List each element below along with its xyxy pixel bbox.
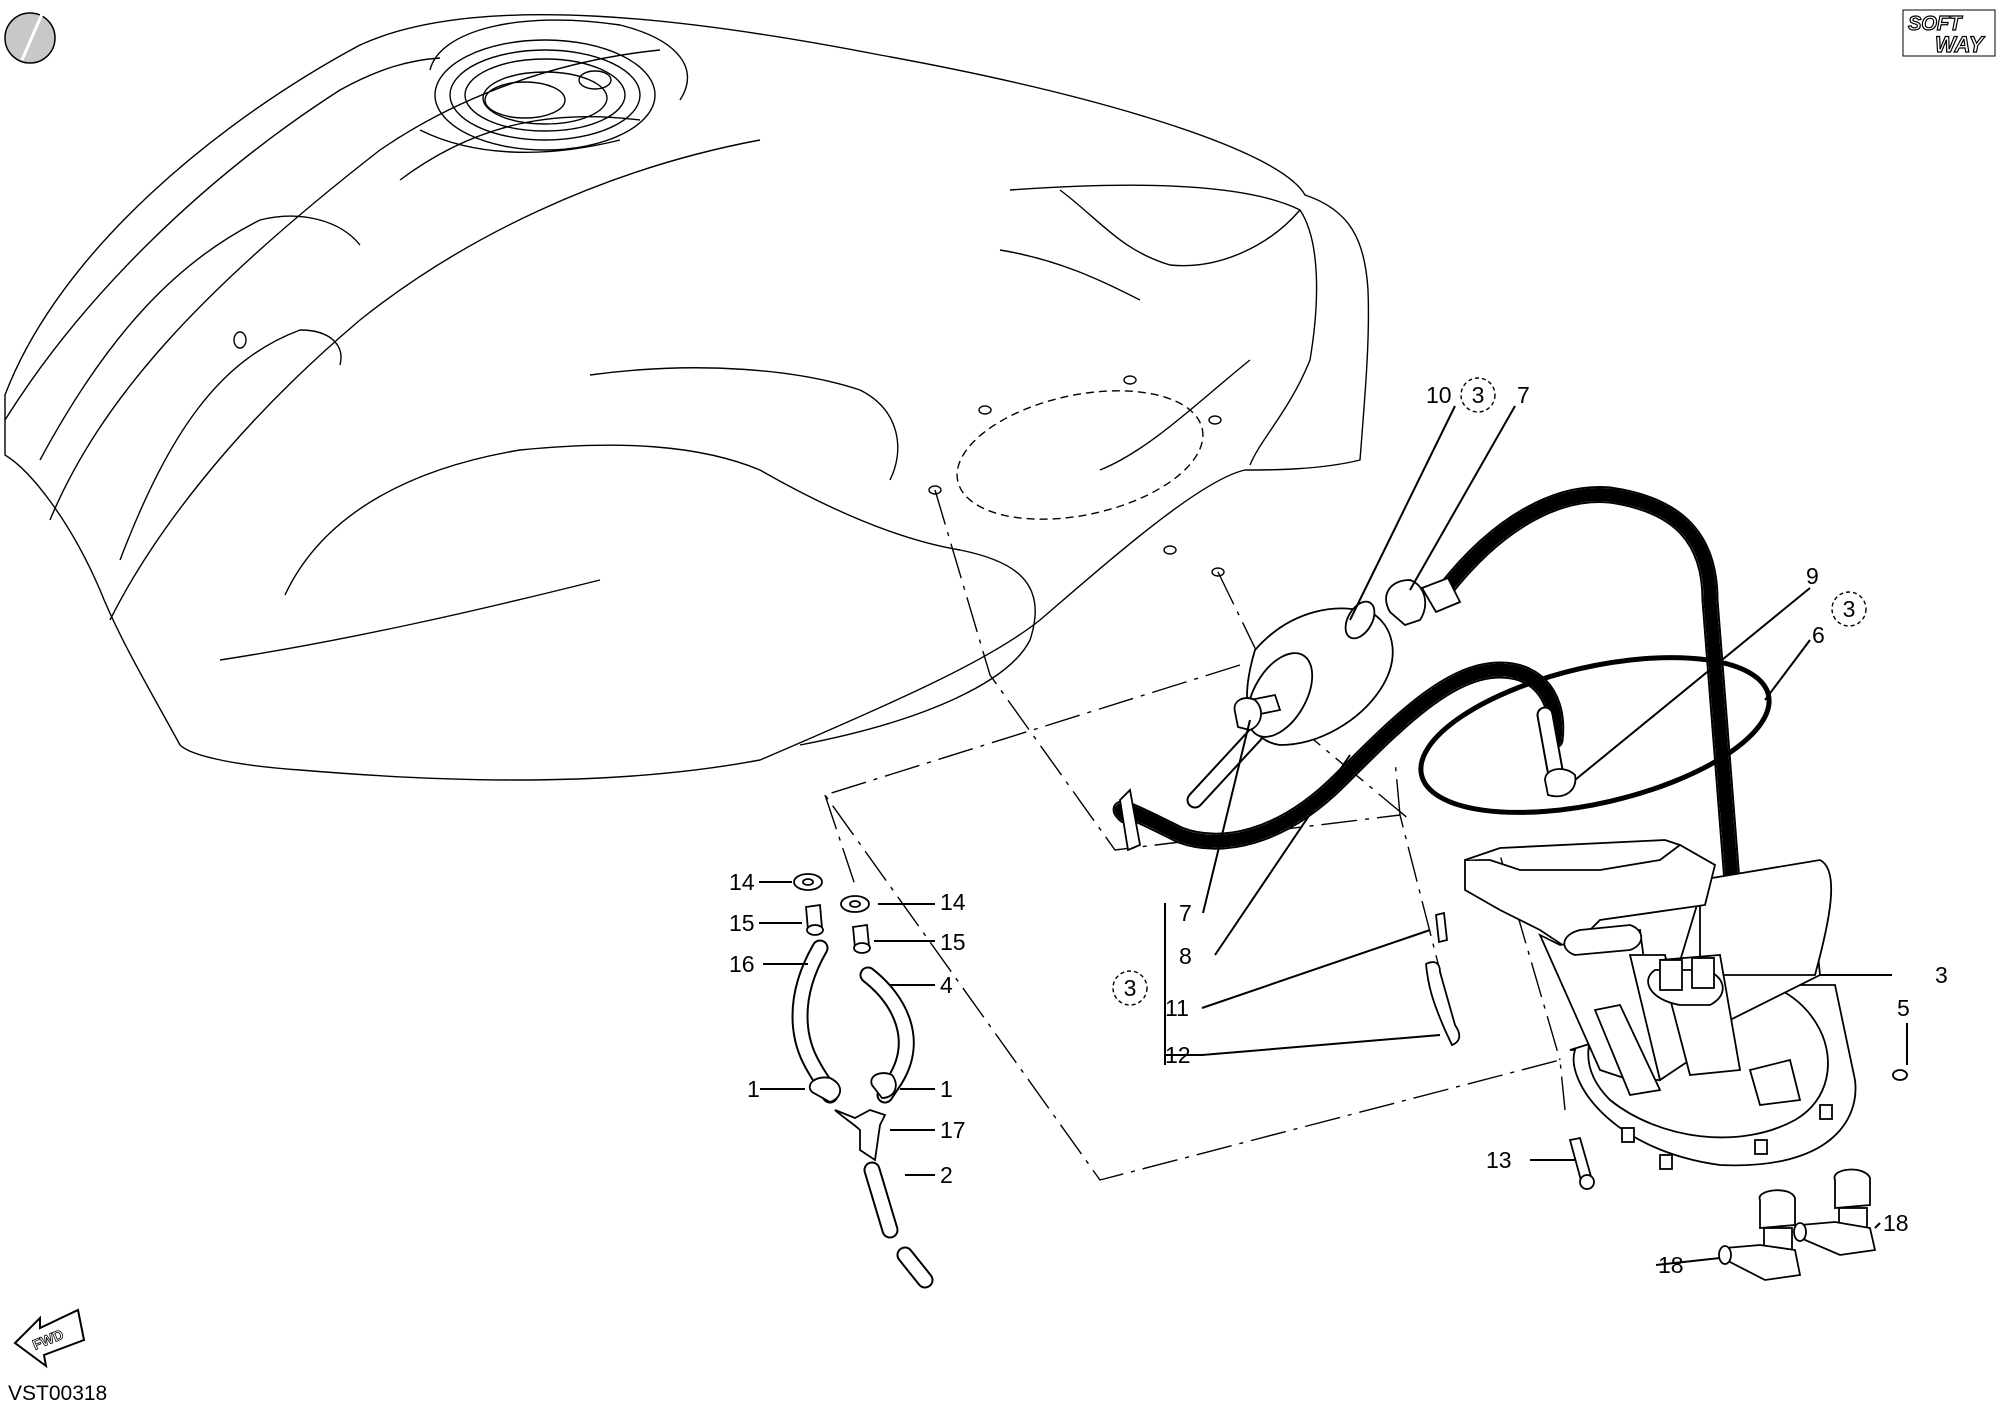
callout-8: 8 [1179, 943, 1192, 969]
callout-18: 18 [1883, 1210, 1909, 1236]
callout-1: 1 [940, 1076, 953, 1102]
callout-18: 18 [1658, 1252, 1684, 1278]
callout-4: 4 [940, 972, 953, 998]
callout-6: 6 [1812, 622, 1825, 648]
pump-flange-outline [956, 390, 1204, 520]
fuel-hose-upper [1420, 485, 1744, 929]
washer-left [793, 873, 823, 891]
callout-3-ref: 3 [1843, 596, 1856, 622]
pump-filter-screw [1435, 911, 1448, 944]
hose-clip [1544, 768, 1577, 798]
logo-text-top: SOFT [1908, 13, 1963, 35]
washer-right [840, 895, 870, 913]
logo-text-bottom: WAY [1935, 32, 1986, 57]
callout-ref-circle [1460, 377, 1496, 413]
callout-7: 7 [1517, 382, 1530, 408]
pump-wire-harness [1425, 961, 1461, 1047]
softway-logo-icon: SOFT WAY [1902, 9, 1996, 58]
callout-12: 12 [1165, 1042, 1191, 1068]
filler-cap [419, 19, 689, 154]
hose-clamp-upper [1385, 579, 1427, 627]
callout-ref-circle [1112, 970, 1148, 1006]
callout-2: 2 [940, 1162, 953, 1188]
fuel-filter [1246, 600, 1394, 746]
callout-5: 5 [1897, 995, 1910, 1021]
union-fitting-right [852, 923, 871, 954]
callout-3-ref: 3 [1472, 382, 1485, 408]
hose-clamp-left [808, 1076, 842, 1103]
circle-badge-icon [4, 12, 56, 64]
callout-15: 15 [729, 910, 755, 936]
fuel-tank [4, 14, 1370, 781]
union-fitting-left [805, 903, 824, 936]
callout-14: 14 [940, 889, 966, 915]
callout-14: 14 [729, 869, 755, 895]
quick-connector-left [1718, 1189, 1802, 1281]
drain-plug [1892, 1069, 1908, 1081]
hose-clamp-right [870, 1072, 897, 1099]
callout-9: 9 [1806, 563, 1819, 589]
callout-1: 1 [747, 1076, 760, 1102]
drawing-code: VST00318 [8, 1382, 107, 1405]
callout-3-ref: 3 [1124, 975, 1137, 1001]
callout-ref-circle [1831, 591, 1867, 627]
callout-15: 15 [940, 929, 966, 955]
assembly-lines [823, 489, 1566, 1181]
pump-mount-screw [1568, 1136, 1595, 1190]
fuel-pump-assembly [1464, 839, 1857, 1170]
breather-hose-assembly [791, 873, 934, 1289]
callout-11: 11 [1165, 995, 1189, 1021]
callout-7: 7 [1179, 900, 1192, 926]
hose-clamp-lower [1233, 697, 1262, 731]
callout-16: 16 [729, 951, 755, 977]
forward-arrow-icon: FWD [13, 1308, 86, 1369]
quick-connector-right [1793, 1168, 1877, 1256]
callout-10: 10 [1426, 382, 1452, 408]
fuel-hose-lower [1112, 661, 1565, 852]
callout-13: 13 [1486, 1147, 1512, 1173]
leader-lines [759, 405, 1908, 1266]
callout-17: 17 [940, 1117, 966, 1143]
callout-3: 3 [1935, 962, 1948, 988]
